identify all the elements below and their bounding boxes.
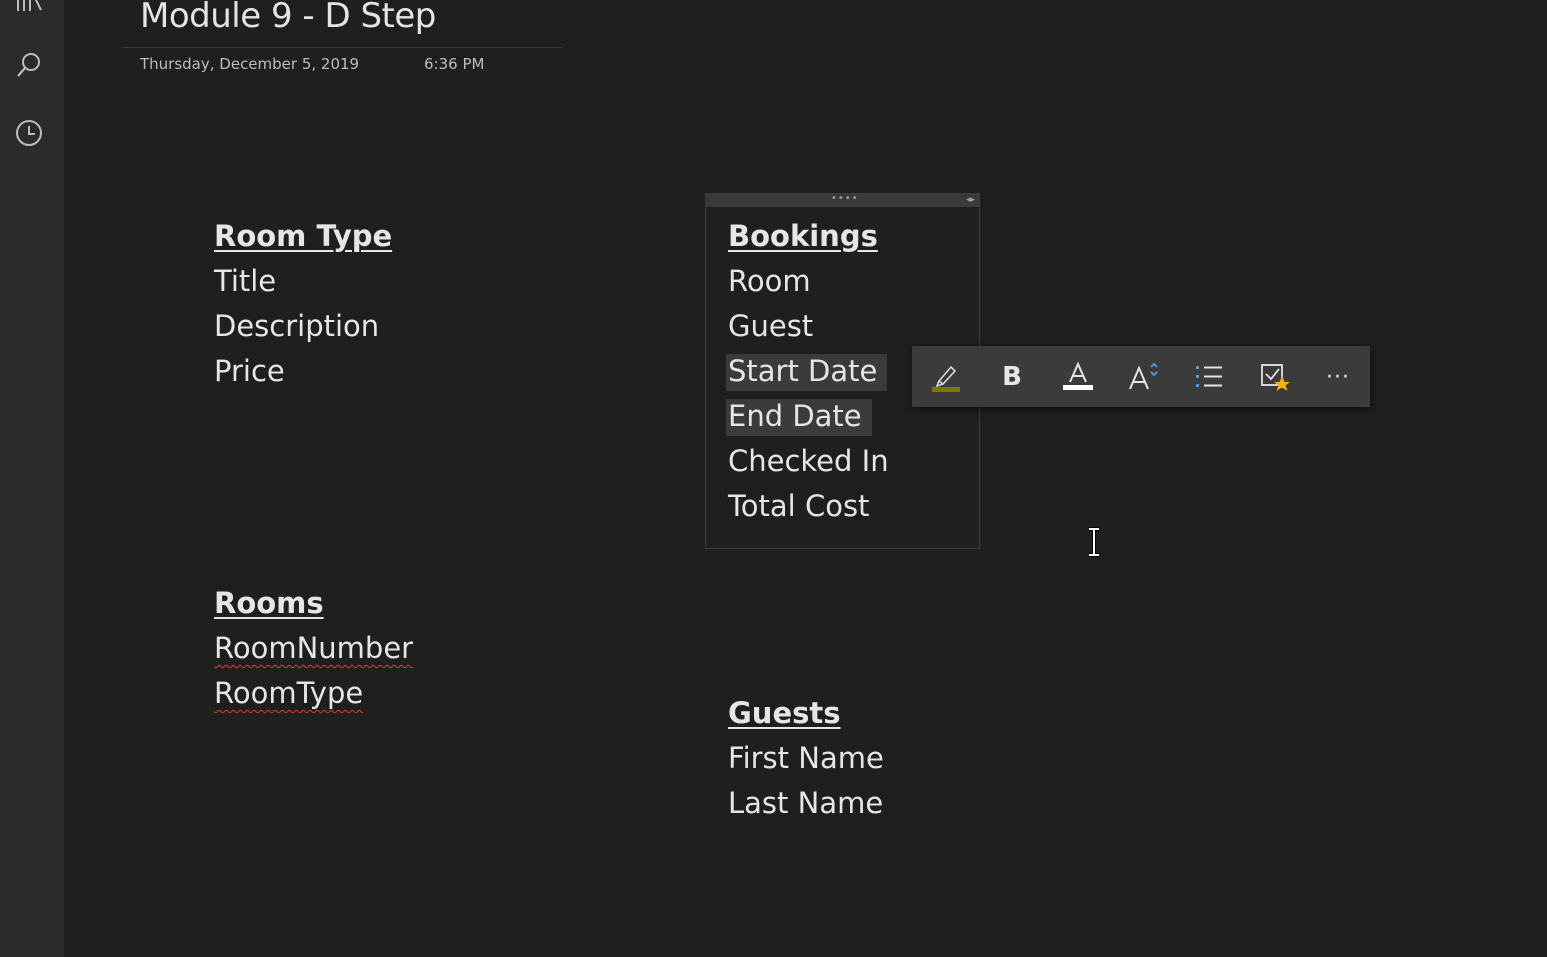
font-color-icon[interactable] [1055,354,1101,400]
outline-item[interactable]: Room [728,264,811,298]
outline-item[interactable]: Price [214,354,285,388]
outline-guests[interactable]: Guests First Name Last Name [728,691,884,826]
outline-item-misspelled[interactable]: RoomType [214,676,364,710]
grip-icon[interactable]: •••• [831,193,859,204]
navigation-sidebar [0,0,64,957]
outline-item[interactable]: Checked In [728,444,889,478]
outline-heading[interactable]: Bookings [728,219,878,253]
outline-heading[interactable]: Rooms [214,586,324,620]
outline-item[interactable]: Description [214,309,380,343]
outline-item-selected[interactable]: Start Date [726,354,888,391]
recent-icon[interactable] [12,116,46,150]
outline-item[interactable]: First Name [728,741,884,775]
search-icon[interactable] [12,48,46,82]
more-icon: ··· [1326,364,1350,390]
notebooks-icon[interactable] [12,0,46,22]
outline-heading[interactable]: Room Type [214,219,393,253]
outline-item-selected[interactable]: End Date [726,399,872,436]
bullets-icon[interactable] [1186,354,1232,400]
resize-handle-icon[interactable]: ◂▸ [965,195,975,205]
text-cursor-icon [1089,527,1099,557]
outline-bookings[interactable]: Bookings Room Guest Start Date End Date … [726,214,889,529]
tag-icon[interactable] [1252,354,1298,400]
outline-item[interactable]: Guest [728,309,814,343]
outline-item-misspelled[interactable]: RoomNumber [214,631,414,665]
container-move-handle[interactable]: •••• ◂▸ [706,194,979,207]
floating-format-toolbar: B [912,346,1370,407]
bold-button[interactable]: B [989,354,1035,400]
more-button[interactable]: ··· [1315,354,1361,400]
outline-item[interactable]: Total Cost [728,489,870,523]
outline-item[interactable]: Title [214,264,277,298]
outline-rooms[interactable]: Rooms RoomNumber RoomType [214,581,413,716]
highlight-icon[interactable] [923,354,969,400]
bold-icon: B [1002,362,1022,392]
page-title[interactable]: Module 9 - D Step [140,0,436,36]
page-date: Thursday, December 5, 2019 [140,55,360,73]
title-divider [122,47,562,48]
page-time: 6:36 PM [424,55,485,73]
font-size-icon[interactable] [1120,354,1166,400]
outline-room-type[interactable]: Room Type Title Description Price [214,214,392,394]
outline-heading[interactable]: Guests [728,696,841,730]
outline-item[interactable]: Last Name [728,786,884,820]
